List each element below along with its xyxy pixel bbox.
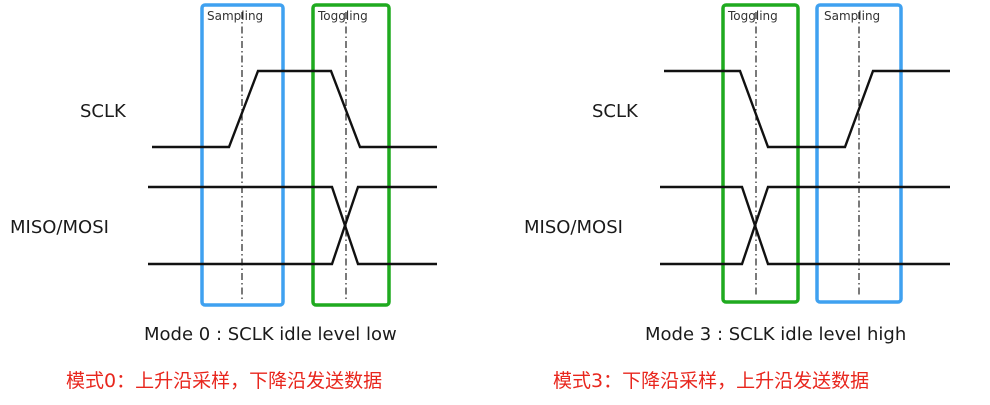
mode0-sampling-box [200, 3, 285, 307]
mode3-data-line-upper [660, 185, 950, 266]
mode3-toggling-label: Toggling [727, 9, 778, 23]
mode0-sclk-waveform [152, 69, 437, 149]
mode0-sampling-label: Sampling [207, 9, 263, 23]
mode0-note: 模式0：上升沿采样，下降沿发送数据 [66, 370, 382, 392]
mode3-sclk-waveform [664, 69, 950, 149]
mode0-data-line-upper [148, 185, 437, 266]
mode3-sclk-label: SCLK [592, 101, 639, 122]
mode3-data-label: MISO/MOSI [524, 217, 623, 238]
mode0-toggling-label: Toggling [317, 9, 368, 23]
mode3-caption: Mode 3 : SCLK idle level high [645, 324, 906, 345]
mode0-sclk-label: SCLK [80, 101, 127, 122]
mode3-sampling-label: Sampling [824, 9, 880, 23]
mode0-toggling-box [311, 3, 391, 307]
mode3-note: 模式3：下降沿采样，上升沿发送数据 [553, 370, 869, 392]
mode3-sampling-box [815, 3, 903, 304]
mode0-data-label: MISO/MOSI [10, 217, 109, 238]
mode3-data-line-lower [660, 185, 950, 266]
mode3-toggling-box [721, 3, 800, 304]
mode0-caption: Mode 0 : SCLK idle level low [144, 324, 397, 345]
mode0-panel: Sampling Toggling SCLK MISO/MOSI Mode 0 … [10, 3, 437, 392]
mode3-panel: Toggling Sampling SCLK MISO/MOSI Mode 3 … [524, 3, 950, 392]
mode0-data-line-lower [148, 185, 437, 266]
